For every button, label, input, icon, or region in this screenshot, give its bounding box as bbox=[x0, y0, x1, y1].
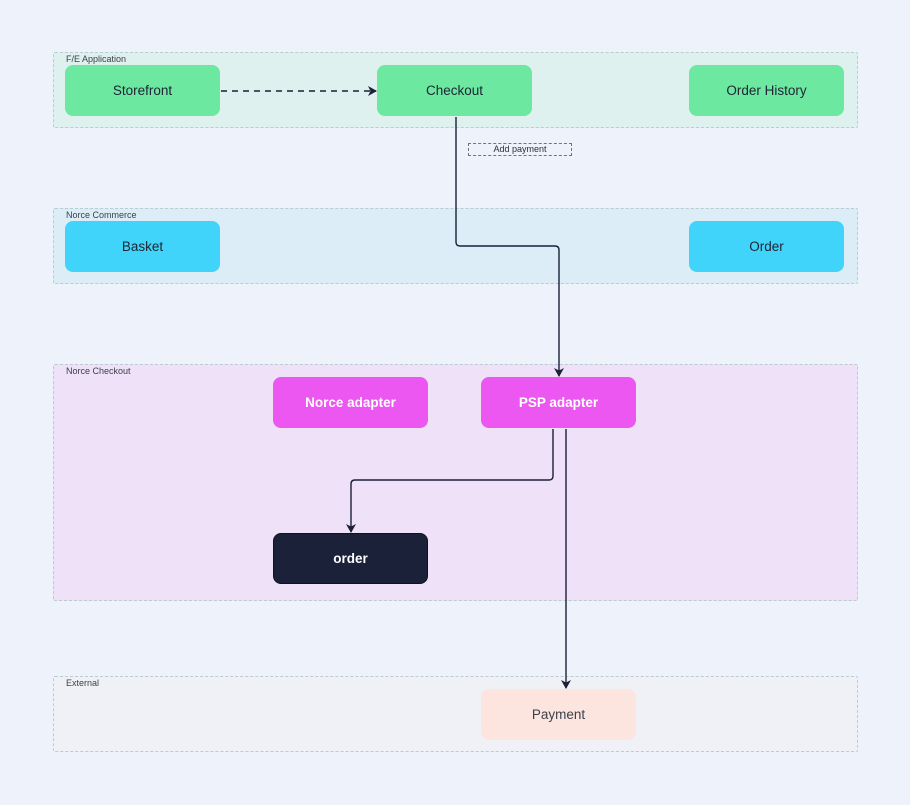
node-norce-adapter[interactable]: Norce adapter bbox=[273, 377, 428, 428]
group-norce-checkout: Norce Checkout bbox=[53, 364, 858, 601]
group-label-external: External bbox=[66, 678, 100, 688]
edge-psp-adapter-to-order bbox=[346, 429, 554, 533]
node-payment[interactable]: Payment bbox=[481, 689, 636, 740]
node-psp-adapter[interactable]: PSP adapter bbox=[481, 377, 636, 428]
group-label-norce-checkout: Norce Checkout bbox=[66, 366, 131, 376]
node-checkout[interactable]: Checkout bbox=[377, 65, 532, 116]
edge-label-add-payment: Add payment bbox=[468, 143, 572, 156]
node-order-history[interactable]: Order History bbox=[689, 65, 844, 116]
node-storefront[interactable]: Storefront bbox=[65, 65, 220, 116]
node-order[interactable]: Order bbox=[689, 221, 844, 272]
node-basket[interactable]: Basket bbox=[65, 221, 220, 272]
group-external: External bbox=[53, 676, 858, 752]
group-label-norce-commerce: Norce Commerce bbox=[66, 210, 137, 220]
group-label-fe-application: F/E Application bbox=[66, 54, 127, 64]
node-order-lower[interactable]: order bbox=[273, 533, 428, 584]
edge-checkout-to-psp-adapter bbox=[455, 117, 564, 377]
